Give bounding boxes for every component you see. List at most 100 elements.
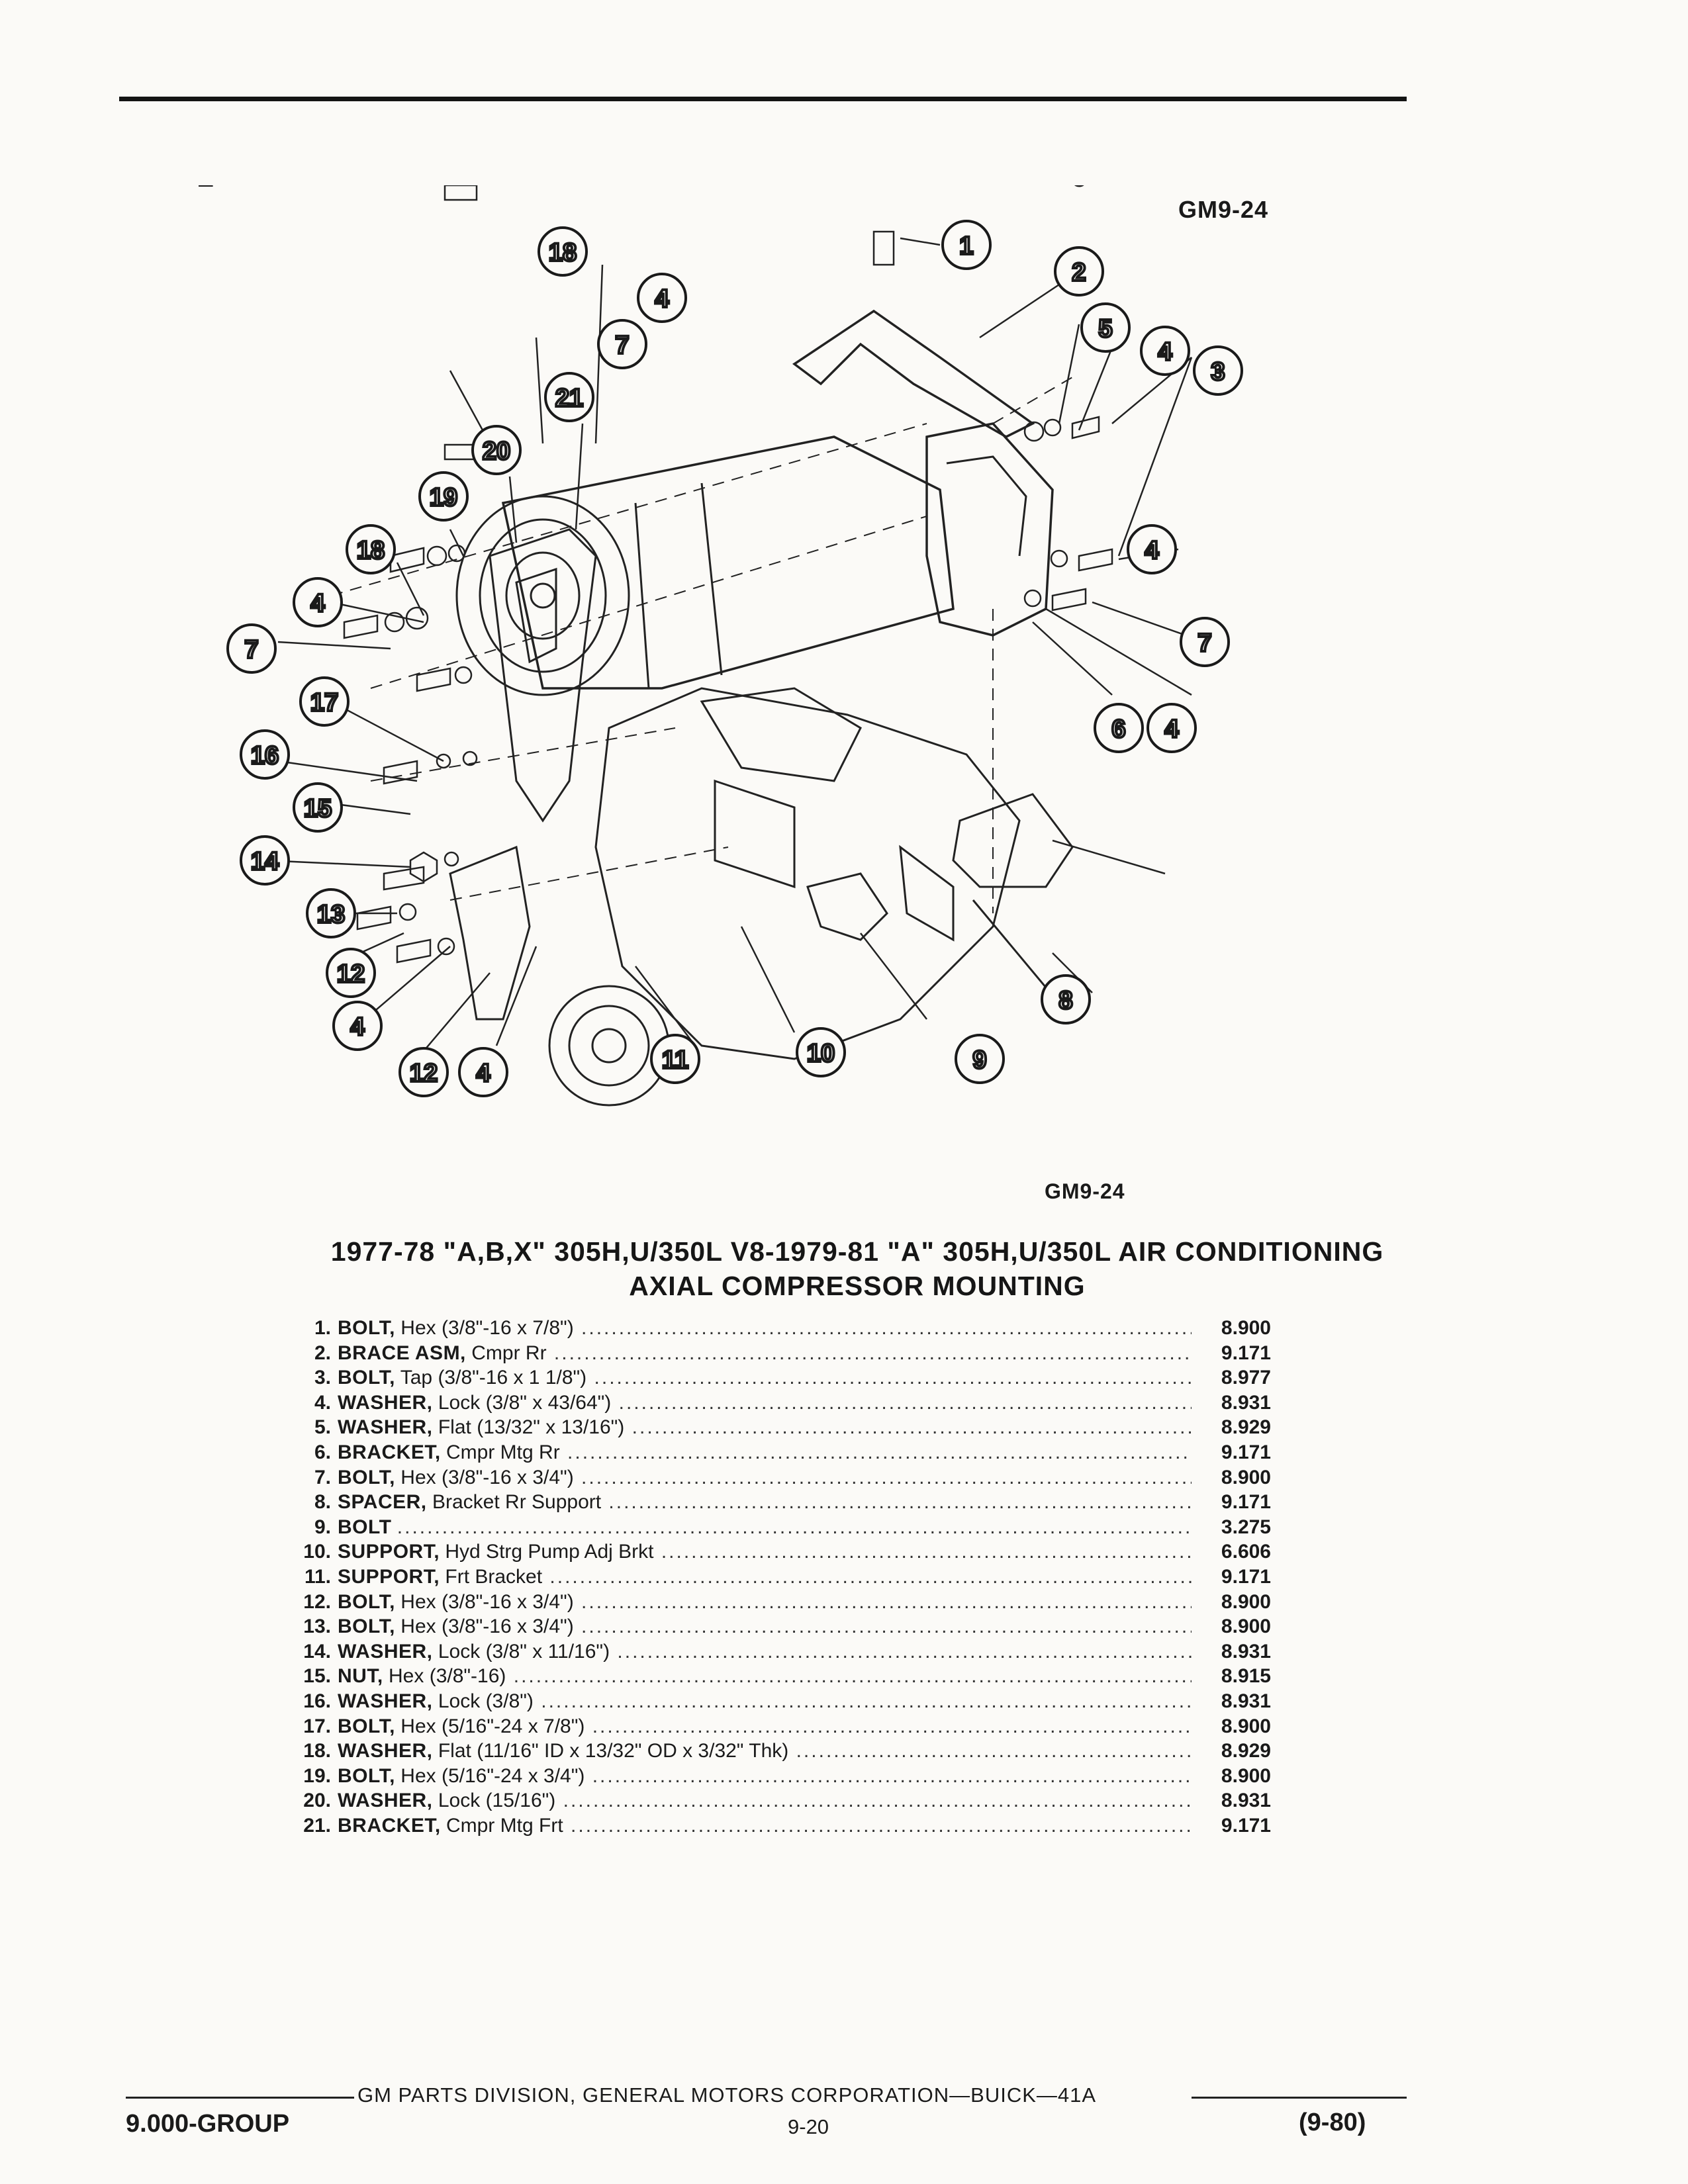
part-description: BOLT, Hex (3/8"-16 x 7/8") .............… [338,1316,1192,1341]
callout-4e: 4 [1145,537,1158,565]
parts-row: 14.WASHER, Lock (3/8" x 11/16") ........… [258,1639,1271,1664]
dot-leader: ........................................… [592,1715,1192,1737]
part-description: BOLT, Tap (3/8"-16 x 1 1/8") ...........… [338,1365,1192,1390]
part-spec: Hex (5/16"-24 x 3/4") [400,1764,585,1787]
dot-leader: ........................................… [571,1814,1192,1837]
callout-12: 12 [337,960,365,988]
part-description: WASHER, Flat (13/32" x 13/16") .........… [338,1415,1192,1440]
callout-19: 19 [430,484,457,512]
parts-row: 17.BOLT, Hex (5/16"-24 x 7/8") .........… [258,1714,1271,1739]
part-number: 3. [314,1367,331,1389]
footer-page-number: 9-20 [788,2115,829,2138]
parts-row: 10.SUPPORT, Hyd Strg Pump Adj Brkt .....… [258,1539,1271,1565]
group-number: 8.977 [1221,1367,1271,1389]
callout-4: 4 [1164,715,1178,743]
part-name: WASHER, [338,1740,433,1762]
callout-9: 9 [972,1046,986,1074]
group-number: 6.606 [1221,1541,1271,1563]
parts-row: 12.BOLT, Hex (3/8"-16 x 3/4") ..........… [258,1590,1271,1615]
group-number: 8.929 [1221,1740,1271,1762]
callout-10: 10 [807,1040,835,1068]
part-spec: Flat (11/16" ID x 13/32" OD x 3/32" Thk) [438,1740,789,1762]
parts-row: 2.BRACE ASM, Cmpr Rr ...................… [258,1341,1271,1366]
figure-ref-top: GM9-24 [1178,196,1269,223]
part-spec: Tap (3/8"-16 x 1 1/8") [400,1367,587,1389]
dot-leader: ........................................… [553,1342,1192,1364]
page-title: 1977-78 "A,B,X" 305H,U/350L V8-1979-81 "… [330,1236,1384,1267]
part-description: NUT, Hex (3/8"-16) .....................… [338,1664,1192,1689]
parts-row: 18.WASHER, Flat (11/16" ID x 13/32" OD x… [258,1739,1271,1764]
part-spec: Lock (3/8") [438,1690,534,1712]
parts-row: 7.BOLT, Hex (3/8"-16 x 3/4") ...........… [258,1465,1271,1490]
footer-date: (9-80) [1299,2109,1366,2136]
part-number: 6. [314,1441,331,1463]
parts-row: 20.WASHER, Lock (15/16") ...............… [258,1788,1271,1813]
part-name: BOLT [338,1516,392,1538]
footer-group: 9.000-GROUP [126,2110,290,2138]
part-description: BRACKET, Cmpr Mtg Frt ..................… [338,1813,1192,1839]
dot-leader: ........................................… [594,1367,1192,1389]
dot-leader: ........................................… [617,1640,1192,1662]
group-number: 8.915 [1221,1665,1271,1688]
callout-4d: 4 [1158,338,1172,366]
dot-leader: ........................................… [549,1565,1192,1588]
dot-leader: ........................................… [567,1441,1192,1463]
part-spec: Cmpr Mtg Frt [446,1814,563,1837]
part-description: WASHER, Lock (15/16") ..................… [338,1788,1192,1813]
dot-leader: ........................................… [397,1516,1192,1538]
footer-rule-right [1192,2097,1407,2099]
group-number: 8.931 [1221,1640,1271,1662]
callout-7c: 7 [244,636,258,664]
part-description: WASHER, Lock (3/8" x 11/16") ...........… [338,1639,1192,1664]
part-spec: Hex (3/8"-16 x 3/4") [400,1466,574,1488]
callout-17: 17 [310,689,338,717]
part-spec: Hex (3/8"-16 x 3/4") [400,1615,574,1638]
group-number: 8.900 [1221,1715,1271,1737]
callout-2: 2 [1072,259,1086,287]
part-name: WASHER, [338,1790,433,1812]
part-number: 21. [303,1814,331,1837]
parts-row: 8.SPACER, Bracket Rr Support ...........… [258,1490,1271,1515]
group-number: 8.931 [1221,1391,1271,1414]
callout-4c: 4 [310,590,324,617]
callout-21: 21 [555,385,583,412]
part-description: BOLT, Hex (5/16"-24 x 3/4") ............… [338,1764,1192,1789]
part-name: BRACKET, [338,1441,441,1463]
part-spec: Lock (15/16") [438,1790,556,1812]
group-number: 9.171 [1221,1441,1271,1463]
parts-row: 1.BOLT, Hex (3/8"-16 x 7/8") ...........… [258,1316,1271,1341]
callout-11: 11 [662,1046,688,1074]
part-name: BRACE ASM, [338,1342,466,1364]
figure-ref-bottom: GM9-24 [1045,1179,1125,1203]
part-name: BOLT, [338,1466,395,1488]
part-spec: Cmpr Rr [471,1342,547,1364]
callout-8: 8 [1058,987,1072,1015]
group-number: 8.929 [1221,1416,1271,1439]
part-description: BOLT, Hex (3/8"-16 x 3/4") .............… [338,1590,1192,1615]
parts-row: 6.BRACKET, Cmpr Mtg Rr .................… [258,1440,1271,1465]
part-spec: Lock (3/8" x 43/64") [438,1391,612,1414]
part-description: SUPPORT, Hyd Strg Pump Adj Brkt ........… [338,1539,1192,1565]
group-number: 8.931 [1221,1790,1271,1812]
callout-6: 6 [1111,715,1125,743]
part-name: BOLT, [338,1764,395,1787]
footer-rule-left [126,2097,354,2099]
callout-16: 16 [251,742,279,770]
part-spec: Bracket Rr Support [432,1491,602,1514]
part-name: SPACER, [338,1491,427,1514]
parts-row: 5.WASHER, Flat (13/32" x 13/16") .......… [258,1415,1271,1440]
parts-row: 16.WASHER, Lock (3/8") .................… [258,1689,1271,1714]
part-spec: Flat (13/32" x 13/16") [438,1416,625,1439]
group-number: 8.900 [1221,1590,1271,1613]
callout-12c: 12 [199,185,212,191]
dot-leader: ........................................… [581,1466,1192,1488]
group-number: 8.900 [1221,1615,1271,1638]
group-number: 9.171 [1221,1565,1271,1588]
callout-18: 18 [549,239,577,267]
top-rule [119,97,1407,101]
dot-leader: ........................................… [581,1615,1192,1638]
dot-leader: ........................................… [592,1764,1192,1787]
callout-13: 13 [317,901,345,929]
exploded-diagram: 1 2 3 4 5 6 7 8 9 10 11 12 13 14 15 16 1… [199,185,1243,1107]
parts-row: 11.SUPPORT, Frt Bracket ................… [258,1565,1271,1590]
